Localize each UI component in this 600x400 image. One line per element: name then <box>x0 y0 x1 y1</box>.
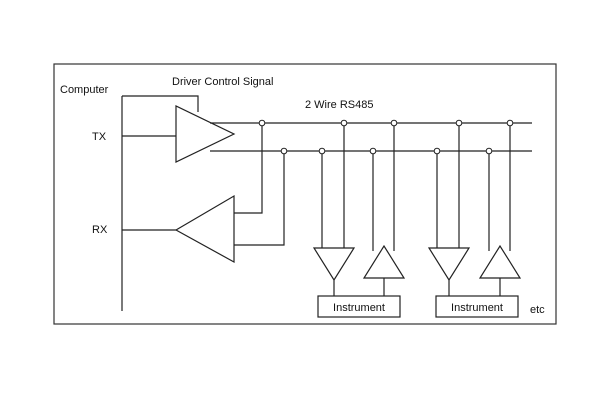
rx-input-b-wire <box>234 151 285 246</box>
junction-node <box>455 119 463 127</box>
inst1-receiver-amplifier <box>312 247 356 282</box>
etc-label: etc <box>530 304 545 316</box>
bus-label: 2 Wire RS485 <box>305 99 373 111</box>
instrument-box-2 <box>435 295 519 318</box>
junction-node <box>318 147 326 155</box>
instrument-label-1: Instrument <box>333 302 385 314</box>
computer-label: Computer <box>60 84 109 96</box>
junction-node <box>340 119 348 127</box>
junction-node <box>506 119 514 127</box>
instrument-label-2: Instrument <box>451 302 503 314</box>
tx-driver-amplifier <box>175 105 236 163</box>
junction-node <box>280 147 288 155</box>
diagram-frame <box>53 63 557 325</box>
junction-node <box>258 119 266 127</box>
inst1-driver-amplifier <box>362 244 406 279</box>
inst2-receiver-amplifier <box>427 247 471 282</box>
junction-node <box>390 119 398 127</box>
junction-node <box>369 147 377 155</box>
rx-input-a-wire <box>234 123 263 214</box>
junction-node <box>433 147 441 155</box>
rx-receiver-amplifier <box>174 194 235 264</box>
rx-label: RX <box>92 224 108 236</box>
junction-node <box>485 147 493 155</box>
tx-label: TX <box>92 131 107 143</box>
driver-control-label: Driver Control Signal <box>172 76 273 88</box>
inst2-driver-amplifier <box>478 244 522 279</box>
driver-control-wire <box>122 95 199 112</box>
instrument-box-1 <box>317 295 401 318</box>
